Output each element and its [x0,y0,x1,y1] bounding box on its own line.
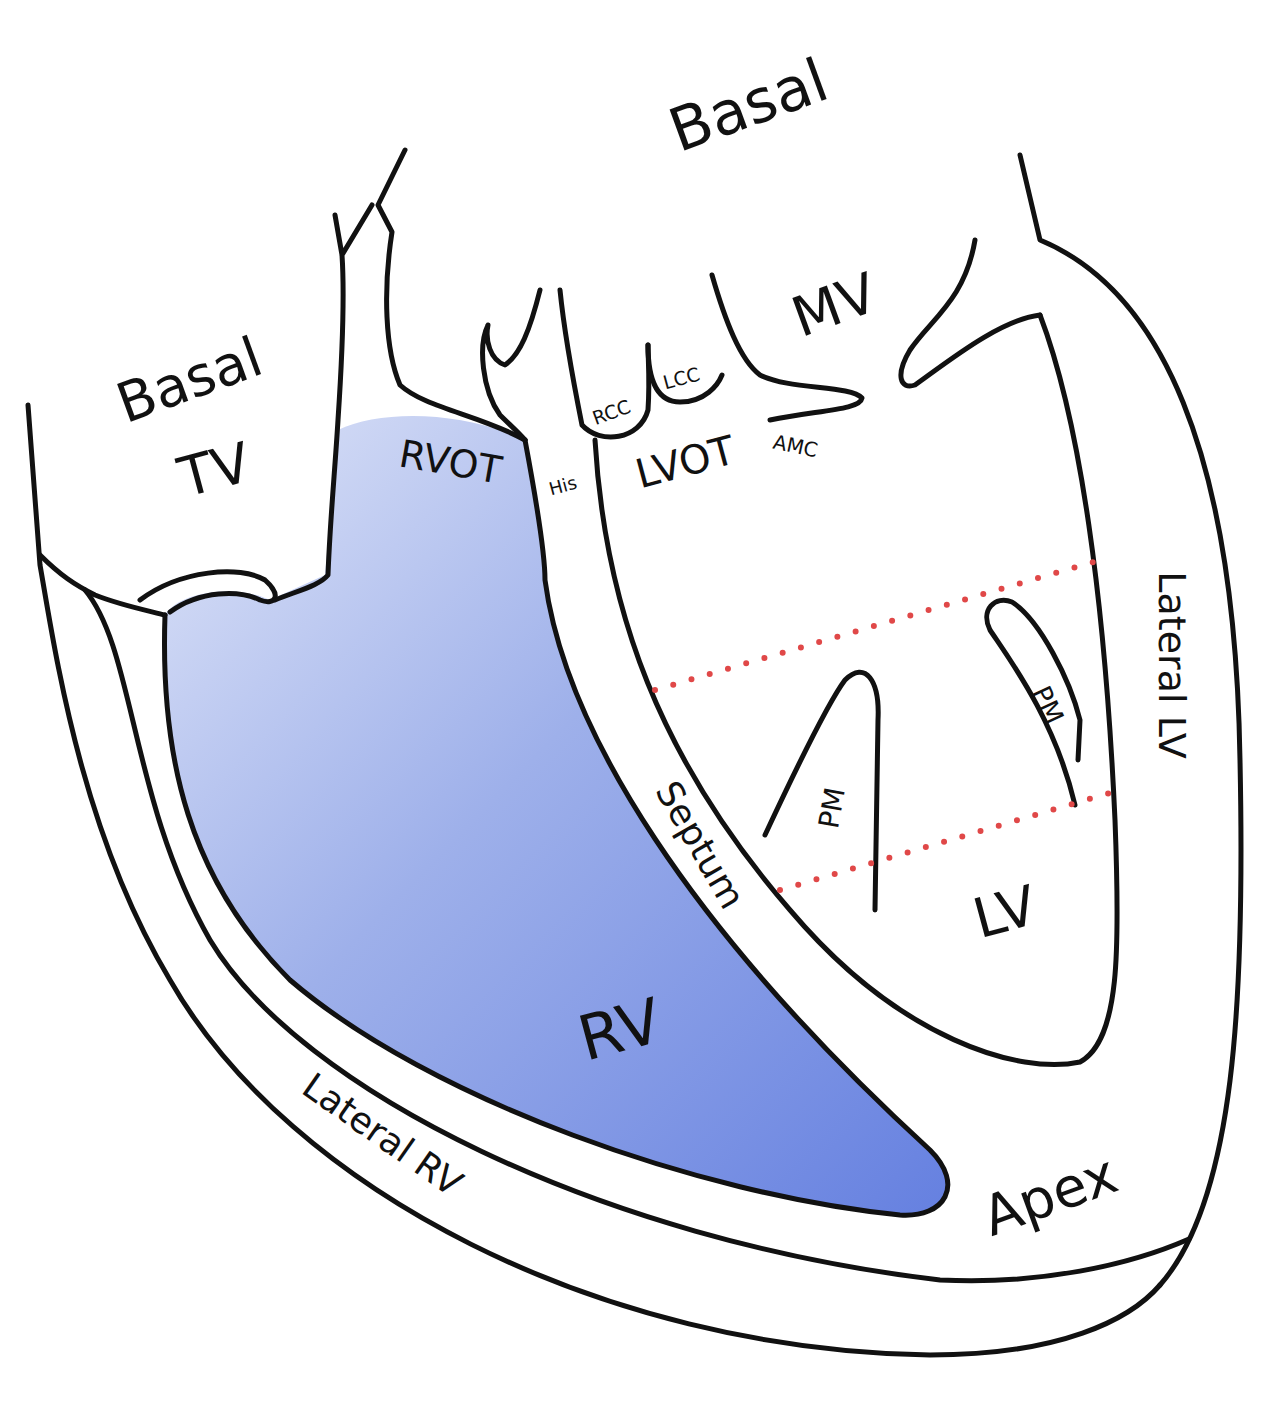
region-label: Apex [976,1146,1124,1245]
muscle-label: PM [816,785,851,830]
region-label: Basal [661,49,834,161]
muscle-label: PM [1028,682,1068,728]
mitral-posterior-leaflet [901,240,1040,386]
cusp-label: RCC [590,396,633,427]
aortic-root-wall [483,290,540,440]
bundle-label: His [547,474,579,499]
pa-right-wall [378,150,525,440]
outer-epicardium [28,405,1160,1355]
papillary-muscle [765,672,878,910]
valve-label: MV [786,265,885,346]
lv-endocardium [595,315,1117,1065]
rv-free-wall [85,590,1189,1281]
pa-left-wall [275,205,372,600]
chamber-label: RV [572,989,667,1070]
wall-label: Lateral RV [296,1067,468,1202]
continuity-label: AMC [771,432,819,461]
tv-septal-hinge [40,555,165,615]
cusp-label: LCC [662,364,703,392]
outflow-label: RVOT [396,434,504,489]
tv-leaflet [140,572,275,612]
lv-epicardium [1020,155,1241,1285]
wall-label: Septum [649,775,750,914]
rv-endocardium [164,440,947,1215]
rv-cavity [164,416,947,1215]
chamber-label: LV [968,877,1042,946]
wall-label: Lateral LV [1153,571,1191,758]
lcc-cusp [648,345,722,402]
rcc-cusp [560,290,649,437]
dotted-level-line [655,560,1100,690]
papillary-muscle [987,600,1080,805]
outflow-label: LVOT [631,430,738,495]
valve-label: TV [173,434,256,506]
region-label: Basal [111,329,270,432]
